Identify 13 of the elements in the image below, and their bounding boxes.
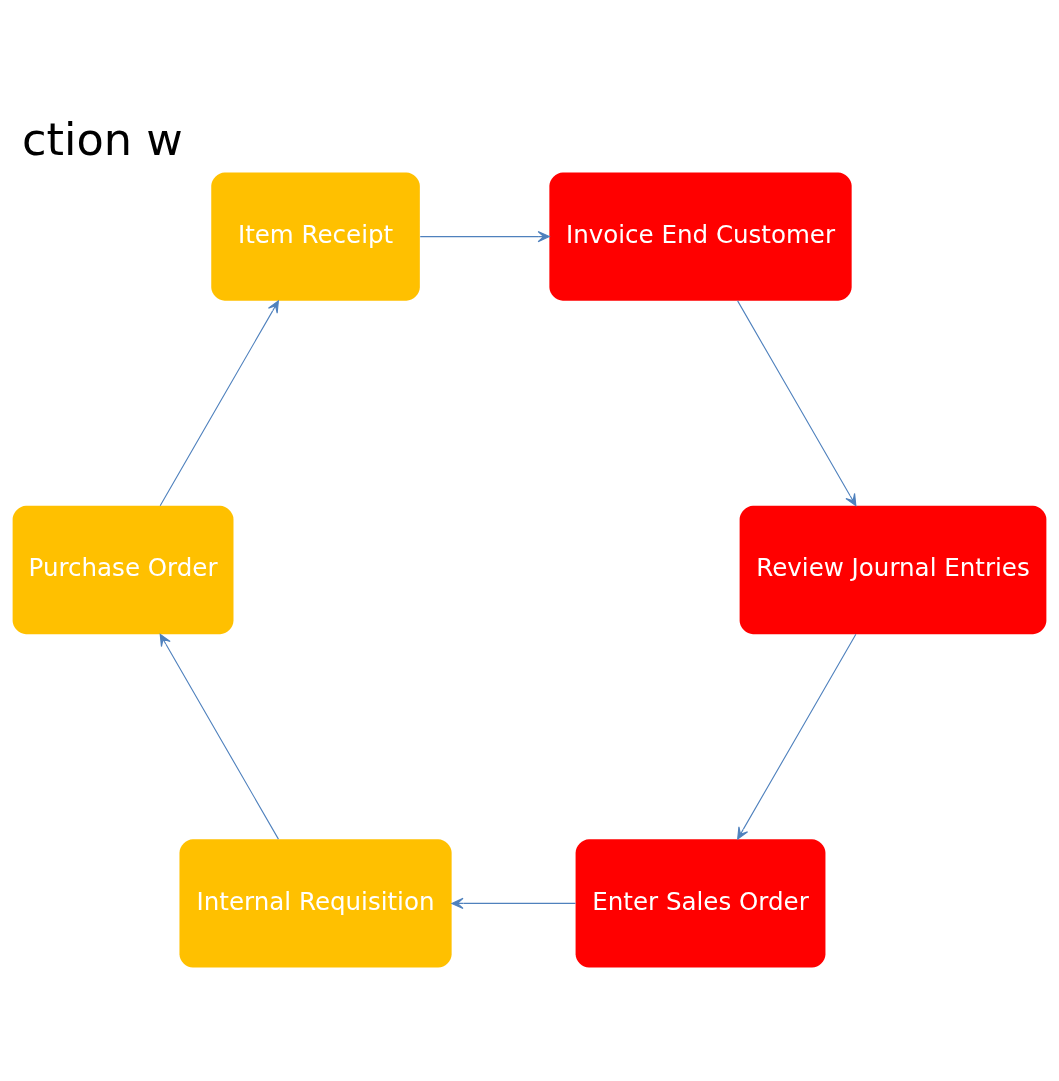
node-box: Review Journal Entries (739, 505, 1047, 634)
node-box: Enter Sales Order (575, 838, 826, 968)
diagram-title: ction w (22, 113, 183, 166)
node-box: Purchase Order (12, 505, 234, 634)
arrow (737, 633, 857, 840)
arrow (159, 299, 279, 506)
arrow (419, 230, 550, 242)
node-box: Invoice End Customer (549, 171, 852, 301)
node-box: Item Receipt (211, 171, 420, 301)
arrow (159, 633, 279, 840)
arrow (737, 299, 857, 506)
arrow (451, 897, 577, 909)
node-box: Internal Requisition (179, 838, 452, 968)
